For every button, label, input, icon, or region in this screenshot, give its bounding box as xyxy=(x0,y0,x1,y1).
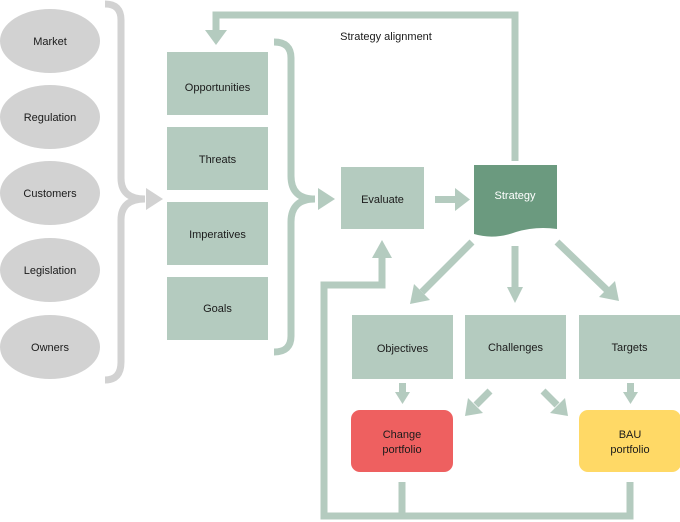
evaluate-to-strategy-arrow xyxy=(435,188,470,211)
input-regulation-label: Regulation xyxy=(24,112,77,124)
strategy-to-challenges-arrow xyxy=(507,246,523,303)
strategy-alignment-label: Strategy alignment xyxy=(340,31,432,43)
box-objectives: Objectives xyxy=(352,315,453,379)
box-goals-label: Goals xyxy=(203,303,232,315)
box-imperatives-label: Imperatives xyxy=(189,229,246,241)
box-imperatives: Imperatives xyxy=(167,202,268,265)
box-threats-label: Threats xyxy=(199,154,237,166)
strategy-to-targets-arrow xyxy=(554,239,619,301)
input-market-label: Market xyxy=(33,36,67,48)
box-challenges: Challenges xyxy=(465,315,566,379)
inputs-arrowhead xyxy=(146,188,163,210)
input-owners: Owners xyxy=(0,315,100,379)
bau-portfolio-label-line2: portfolio xyxy=(610,444,649,456)
box-opportunities: Opportunities xyxy=(167,52,268,115)
objectives-to-change-arrow xyxy=(395,383,410,404)
targets-to-bau-arrow xyxy=(623,383,638,404)
box-targets: Targets xyxy=(579,315,680,379)
box-strategy: Strategy xyxy=(474,165,557,237)
box-evaluate-label: Evaluate xyxy=(361,194,404,206)
input-owners-label: Owners xyxy=(31,342,69,354)
strategy-to-objectives-arrow xyxy=(410,239,475,304)
analysis-brace xyxy=(273,38,316,356)
input-legislation: Legislation xyxy=(0,238,100,302)
input-market: Market xyxy=(0,9,100,73)
input-customers: Customers xyxy=(0,161,100,225)
box-goals: Goals xyxy=(167,277,268,340)
box-challenges-label: Challenges xyxy=(488,342,544,354)
box-opportunities-label: Opportunities xyxy=(185,82,251,94)
box-evaluate: Evaluate xyxy=(341,167,424,229)
inputs-brace xyxy=(104,0,146,384)
box-threats: Threats xyxy=(167,127,268,190)
bau-portfolio-label-line1: BAU xyxy=(619,429,642,441)
box-change-portfolio: Change portfolio xyxy=(351,410,453,472)
input-legislation-label: Legislation xyxy=(24,265,77,277)
box-bau-portfolio: BAU portfolio xyxy=(579,410,680,472)
input-customers-label: Customers xyxy=(23,188,77,200)
box-objectives-label: Objectives xyxy=(377,343,429,355)
strategy-alignment-loop xyxy=(205,11,519,161)
challenges-to-change-arrow xyxy=(465,388,493,416)
portfolio-feedback-loop xyxy=(320,240,634,520)
box-targets-label: Targets xyxy=(611,342,648,354)
box-strategy-label: Strategy xyxy=(495,190,536,202)
analysis-arrowhead xyxy=(318,188,335,210)
challenges-to-bau-arrow xyxy=(540,388,568,416)
change-portfolio-label-line2: portfolio xyxy=(382,444,421,456)
input-regulation: Regulation xyxy=(0,85,100,149)
change-portfolio-label-line1: Change xyxy=(383,429,422,441)
